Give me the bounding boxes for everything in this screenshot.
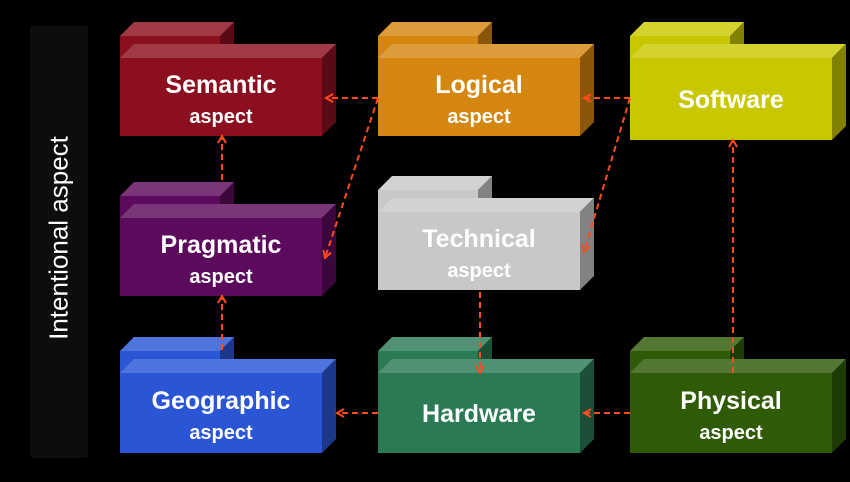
hardware-title: Hardware (422, 400, 536, 428)
logical-box: Logical aspect (378, 22, 594, 136)
logical-title: Logical (435, 71, 523, 99)
technical-subtitle: aspect (447, 260, 511, 282)
software-box: Software (630, 22, 846, 140)
physical-box: Physical aspect (630, 337, 846, 453)
geographic-subtitle: aspect (189, 422, 253, 444)
logical-to-pragmatic-arrow (325, 97, 379, 258)
software-title: Software (678, 86, 784, 114)
semantic-box: Semantic aspect (120, 22, 336, 136)
technical-box: Technical aspect (378, 176, 594, 290)
arrows-layer (222, 98, 733, 413)
semantic-subtitle: aspect (189, 106, 253, 128)
pragmatic-title: Pragmatic (161, 231, 282, 259)
sidebar-panel (30, 26, 88, 458)
geographic-box: Geographic aspect (120, 337, 336, 453)
physical-title: Physical (680, 387, 781, 415)
semantic-title: Semantic (165, 71, 276, 99)
technical-title: Technical (422, 225, 535, 253)
geographic-title: Geographic (152, 387, 291, 415)
physical-subtitle: aspect (699, 422, 763, 444)
logical-subtitle: aspect (447, 106, 511, 128)
pragmatic-subtitle: aspect (189, 266, 253, 288)
hardware-box: Hardware (378, 337, 594, 453)
software-to-technical-arrow (584, 97, 631, 252)
pragmatic-box: Pragmatic aspect (120, 182, 336, 296)
